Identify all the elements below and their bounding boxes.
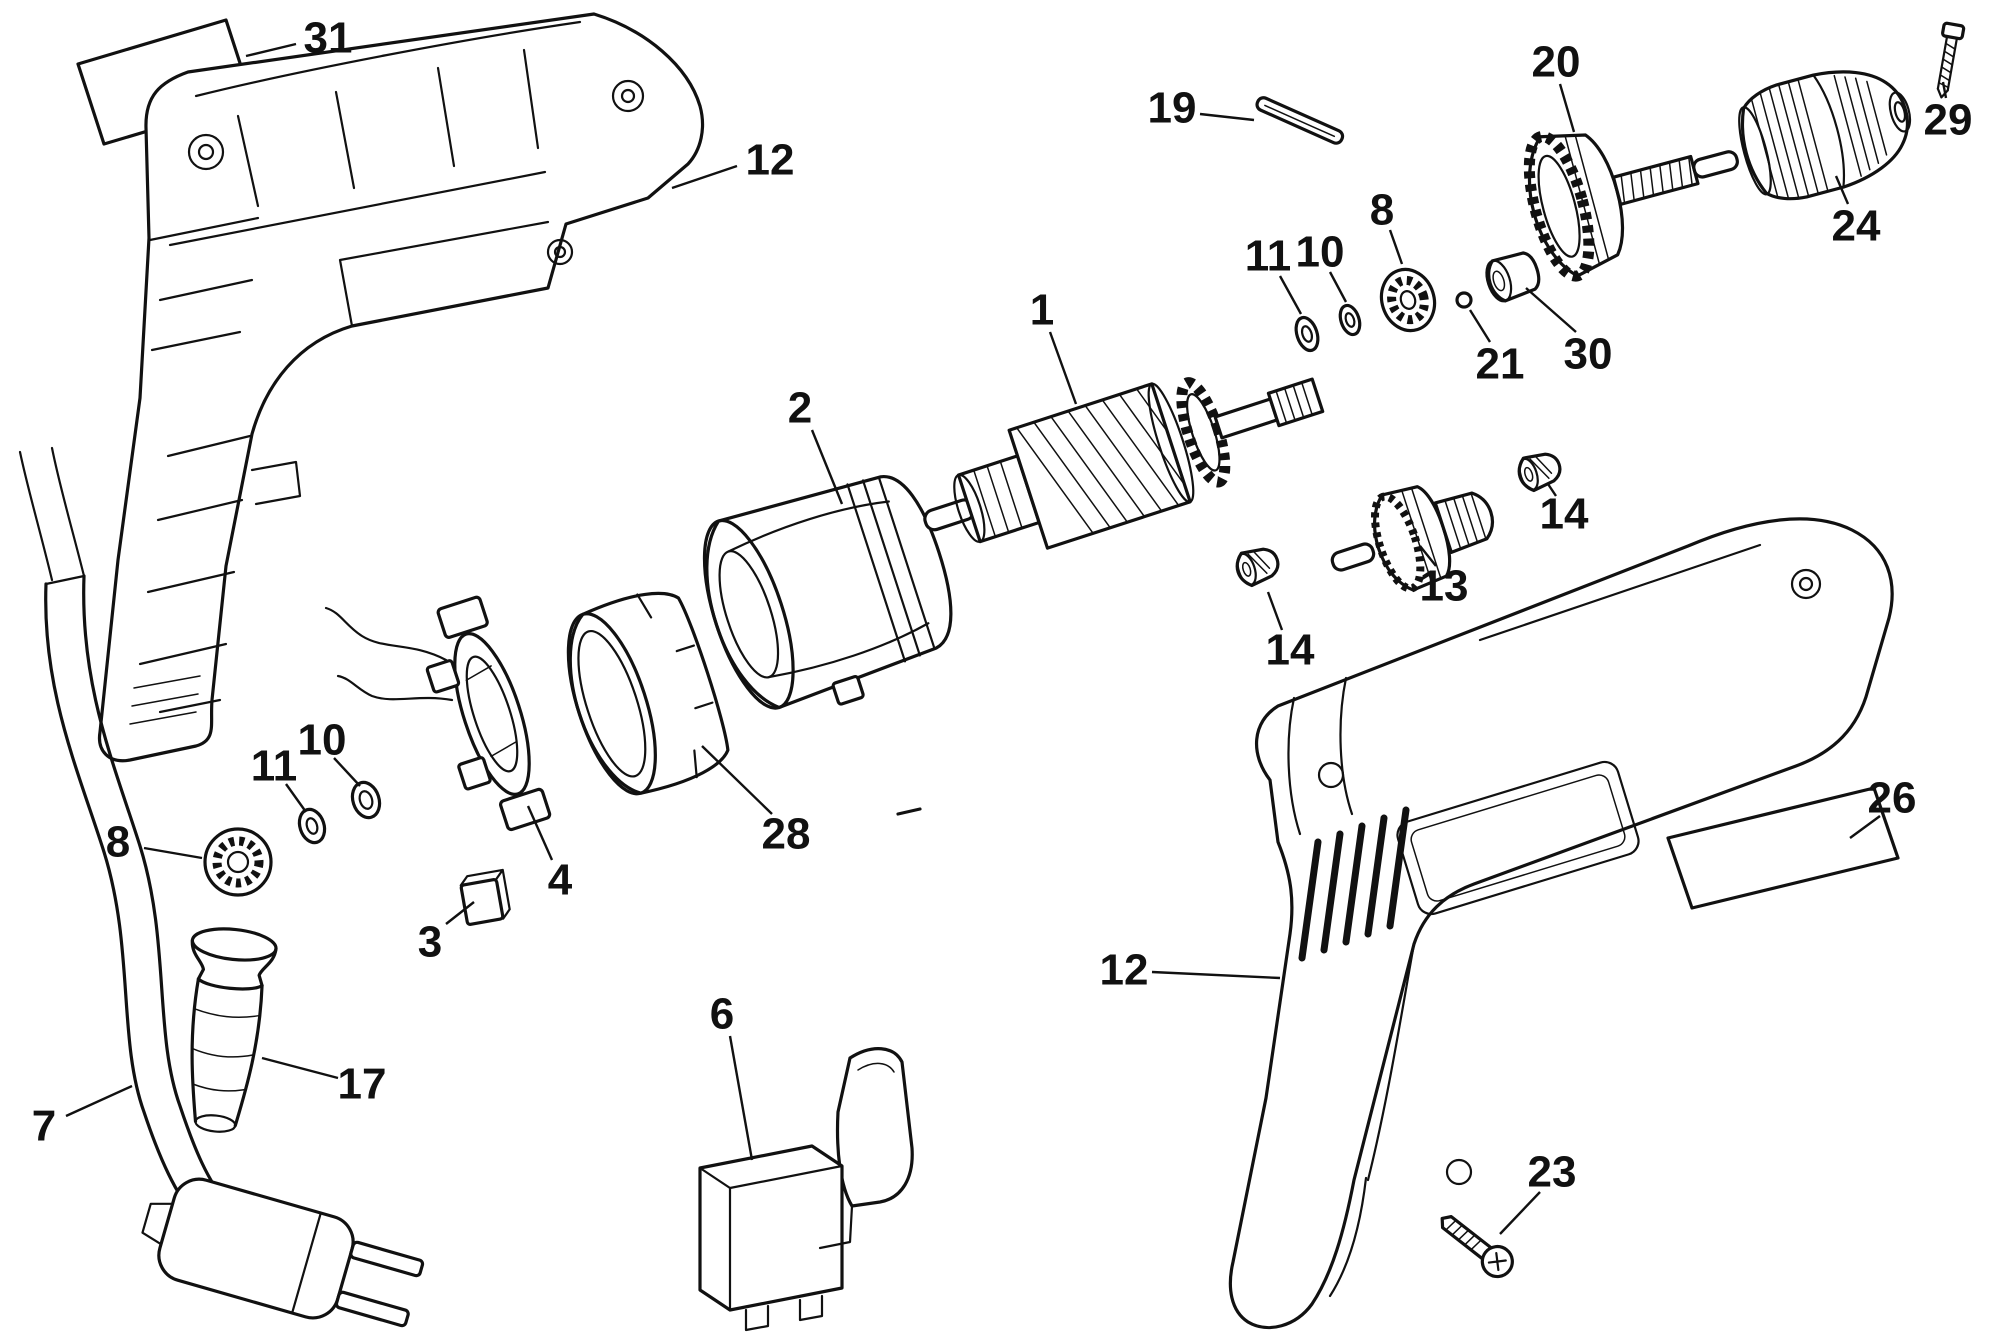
axis-tick	[896, 807, 922, 816]
callout-leader-1	[1048, 331, 1078, 405]
callout-leader-11	[1278, 275, 1303, 315]
callout-label-6: 6	[710, 990, 734, 1039]
armature-core	[1007, 382, 1195, 550]
field-coil	[702, 475, 953, 710]
capacitor	[459, 868, 511, 926]
callout-label-20: 20	[1532, 38, 1581, 87]
callout-label-4: 4	[548, 856, 573, 905]
armature	[923, 377, 1325, 550]
callout-label-19: 19	[1148, 84, 1197, 133]
screw-handle	[1440, 1215, 1514, 1279]
chuck	[1738, 70, 1912, 201]
callout-leader-24	[1834, 175, 1850, 205]
callout-leader-29	[1941, 81, 1948, 99]
callout-leader-2	[810, 429, 844, 505]
callout-leader-4	[526, 805, 554, 861]
callout-label-14: 14	[1540, 490, 1589, 539]
callout-leader-28	[701, 745, 773, 815]
power-cord	[18, 446, 230, 1220]
callout-leader-14	[1547, 483, 1557, 497]
callout-leader-31	[245, 42, 297, 58]
callout-label-29: 29	[1924, 96, 1973, 145]
callout-leader-3	[445, 901, 475, 925]
callout-label-21: 21	[1476, 340, 1525, 389]
callout-leader-23	[1499, 1191, 1541, 1235]
callout-leader-6	[728, 1035, 754, 1161]
callout-label-26: 26	[1868, 774, 1917, 823]
callout-label-31: 31	[304, 14, 353, 63]
callout-label-1: 1	[1030, 286, 1054, 335]
callout-label-11: 11	[1245, 232, 1292, 281]
callout-leader-21	[1468, 309, 1492, 343]
callout-leader-8	[143, 846, 203, 860]
callout-leader-10	[333, 757, 361, 787]
callout-label-10: 10	[298, 716, 347, 765]
bearing-cap-upper	[1517, 452, 1562, 493]
nameplate-recess	[1396, 760, 1640, 916]
callout-leader-12	[1151, 970, 1281, 980]
bearing-cap-lower	[1235, 547, 1280, 588]
callout-label-2: 2	[788, 384, 812, 433]
trigger-switch	[698, 1047, 914, 1332]
callout-label-8: 8	[106, 818, 130, 867]
brush-lead-wires	[324, 606, 454, 702]
power-plug	[141, 1177, 425, 1328]
bearing-right	[1379, 267, 1437, 333]
chuck-drive-gear	[1523, 130, 1739, 282]
steel-ball	[1455, 291, 1473, 309]
housing-half-left-interior	[97, 12, 705, 763]
washer-small-left	[297, 807, 327, 845]
callout-leader-11	[285, 783, 307, 813]
cord-protector	[190, 927, 278, 1133]
callout-leader-7	[65, 1084, 133, 1118]
callout-label-24: 24	[1832, 202, 1881, 251]
callout-leader-8	[1388, 229, 1404, 265]
motor-end-baffle	[566, 591, 730, 796]
callout-leader-26	[1849, 815, 1881, 839]
bearing-left	[203, 827, 273, 897]
callout-leader-13	[1419, 545, 1437, 567]
housing-half-right-exterior	[1228, 517, 1894, 1330]
callout-label-17: 17	[338, 1060, 387, 1109]
callout-label-13: 13	[1420, 562, 1469, 611]
armature-pinion	[1266, 377, 1325, 428]
callout-leader-19	[1199, 112, 1255, 122]
callout-label-12: 12	[1100, 946, 1149, 995]
shaft-key	[1255, 96, 1345, 145]
callout-leader-30	[1525, 287, 1577, 333]
brush-holder-assembly	[425, 595, 552, 832]
callout-label-11: 11	[251, 742, 298, 791]
screw-top-right	[1936, 21, 1966, 99]
callout-leader-17	[261, 1056, 339, 1080]
callout-label-23: 23	[1528, 1148, 1577, 1197]
callout-label-12: 12	[746, 136, 795, 185]
nameplate-label-26	[1666, 786, 1900, 910]
callout-label-14: 14	[1266, 626, 1315, 675]
washer-small-right	[1294, 315, 1320, 353]
washer-left	[350, 780, 382, 820]
callout-label-10: 10	[1296, 228, 1345, 277]
callout-label-28: 28	[762, 810, 811, 859]
callout-leader-12	[671, 164, 738, 190]
callout-leader-20	[1558, 83, 1576, 133]
callout-label-8: 8	[1370, 186, 1394, 235]
callout-leader-10	[1328, 271, 1348, 303]
gear-cluster	[1330, 485, 1495, 593]
callout-leader-14	[1266, 591, 1284, 631]
washer-right	[1338, 303, 1362, 337]
callout-label-3: 3	[418, 918, 442, 967]
vent-louvers	[1298, 806, 1410, 962]
callout-label-7: 7	[32, 1102, 56, 1151]
callout-label-30: 30	[1564, 330, 1613, 379]
